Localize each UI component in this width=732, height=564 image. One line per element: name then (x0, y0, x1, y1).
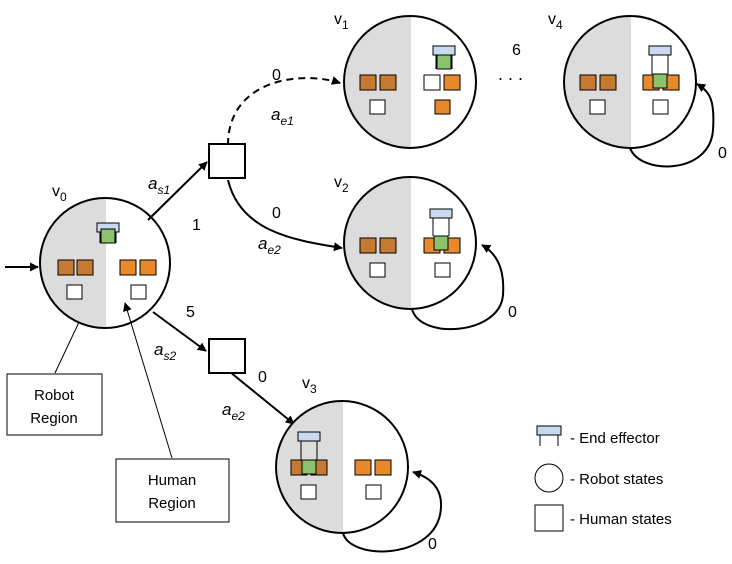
human-state-node-2 (208, 338, 246, 374)
svg-text:Robot: Robot (34, 387, 75, 404)
edge-h1-to-v1 (227, 76, 341, 146)
svg-text:Region: Region (30, 410, 78, 427)
cost-v2-loop: 0 (508, 304, 517, 321)
robot-state-v3 (275, 400, 409, 534)
cost-v1-to-v4: 6 (512, 42, 521, 59)
cost-v0-to-s2: 5 (186, 304, 195, 321)
cost-s2-to-v3: 0 (258, 369, 267, 386)
svg-text:Human: Human (148, 472, 196, 489)
end-effector-icon (536, 425, 562, 446)
cost-v4-loop: 0 (718, 145, 727, 162)
legend-end-effector: - End effector (570, 430, 660, 447)
edge-v3-self-loop (342, 470, 443, 553)
action-label-as1: as1 (148, 174, 170, 197)
edge-v4-self-loop (629, 83, 715, 168)
state-label-v0: v0 (52, 183, 67, 204)
human-state-legend-icon (534, 504, 564, 532)
action-label-ae2-top: ae2 (258, 234, 281, 257)
edge-h1-to-v2 (227, 179, 343, 252)
edges (5, 76, 715, 553)
human-state-node-1 (208, 143, 246, 179)
callout-human-region-line (123, 302, 173, 459)
edge-v0-to-h1 (147, 161, 208, 221)
edge-h2-to-v3 (229, 371, 295, 425)
cost-s1-to-v2: 0 (272, 205, 281, 222)
robot-state-v2 (343, 176, 477, 310)
svg-text:Region: Region (148, 495, 196, 512)
edge-v0-to-h2 (152, 311, 207, 352)
action-label-ae2-bottom: ae2 (222, 400, 245, 423)
callout-human-region: Human Region (115, 458, 230, 523)
state-label-v2: v2 (334, 174, 349, 195)
legend: - End effector - Robot states - Human st… (534, 425, 672, 532)
ellipsis: . . . (498, 64, 523, 84)
cost-s1-to-v1: 0 (272, 67, 281, 84)
cost-v3-loop: 0 (428, 536, 437, 553)
block-green (100, 228, 116, 244)
robot-state-v1 (343, 15, 477, 149)
callout-robot-region: Robot Region (6, 373, 103, 436)
action-label-as2: as2 (154, 340, 176, 363)
robot-state-v0 (39, 197, 171, 329)
state-label-v1: v1 (334, 11, 349, 32)
state-label-v3: v3 (302, 375, 317, 396)
state-label-v4: v4 (548, 11, 563, 32)
cost-v0-to-s1: 1 (192, 217, 201, 234)
robot-state-v4 (563, 15, 697, 149)
legend-robot-states: - Robot states (570, 471, 663, 488)
action-label-ae1: ae1 (271, 105, 294, 128)
robot-state-legend-icon (534, 463, 564, 493)
edge-v2-self-loop (411, 244, 505, 331)
legend-human-states: - Human states (570, 511, 672, 528)
